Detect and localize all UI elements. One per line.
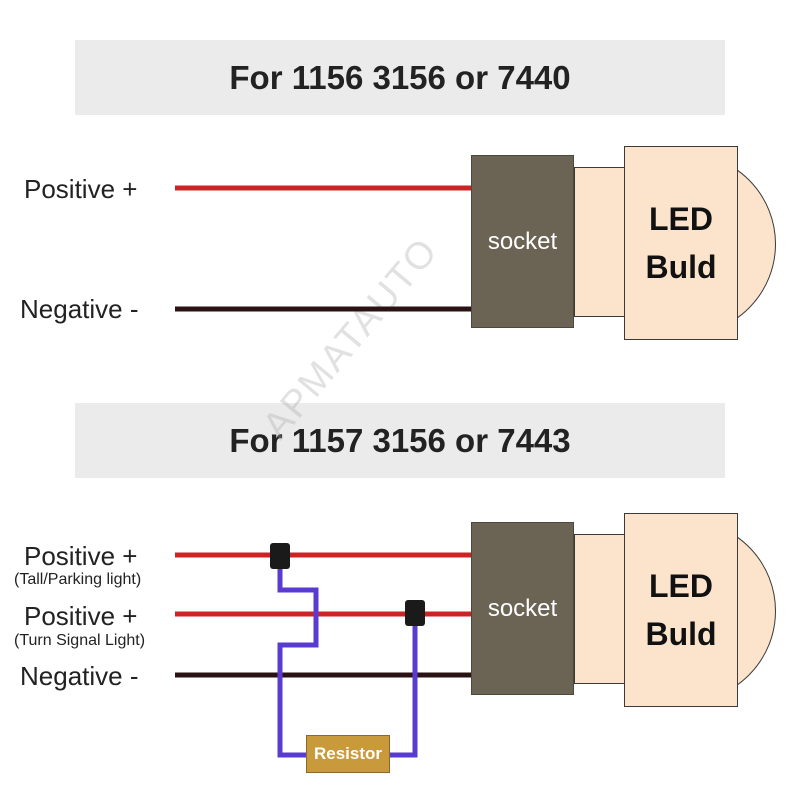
diagram-2-bulb-label-2: Buld — [645, 616, 717, 652]
diagram-2-positive-2-sublabel: (Turn Signal Light) — [14, 632, 146, 649]
diagram-2-socket-label: socket — [487, 594, 558, 622]
diagram-2-bulb-neck — [574, 534, 626, 684]
diagram-1-bulb-label-1: LED — [649, 201, 713, 237]
diagram-1-negative-label: Negative - — [20, 294, 139, 324]
diagram-1-title: For 1156 3156 or 7440 — [75, 40, 725, 115]
resistor: Resistor — [306, 735, 390, 773]
diagram-1-led-bulb: LED Buld — [624, 146, 738, 340]
diagram-2-positive-1-sublabel: (Tall/Parking light) — [14, 571, 142, 588]
diagram-1-bulb-neck — [574, 167, 626, 317]
diagram-1-bulb-label-2: Buld — [645, 249, 717, 285]
resistor-wire-right — [390, 622, 418, 758]
resistor-wire-left — [277, 565, 319, 758]
diagram-1-positive-label: Positive + — [24, 174, 138, 204]
diagram-2-socket: socket — [471, 522, 574, 695]
diagram-2-led-bulb: LED Buld — [624, 513, 738, 707]
junction-tail-light — [270, 543, 290, 569]
diagram-2-positive-2-label: Positive + — [24, 601, 138, 631]
diagram-2-negative-label: Negative - — [20, 661, 139, 691]
diagram-1-socket: socket — [471, 155, 574, 328]
diagram-1-socket-label: socket — [487, 227, 558, 255]
diagram-2-bulb-label-1: LED — [649, 568, 713, 604]
diagram-2-title: For 1157 3156 or 7443 — [75, 403, 725, 478]
diagram-2-positive-1-label: Positive + — [24, 541, 138, 571]
junction-turn-signal — [405, 600, 425, 626]
